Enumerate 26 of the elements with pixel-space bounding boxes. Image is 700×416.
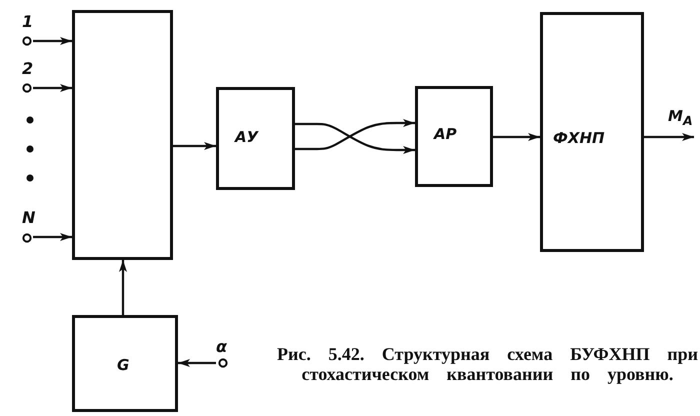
arrow: [178, 359, 216, 367]
block-box: [72, 315, 178, 412]
input-terminal: [22, 208, 33, 243]
edge-label: M$_{A}$: [668, 107, 693, 128]
arrow: [33, 84, 72, 92]
arrow: [644, 133, 694, 141]
arrow: [33, 233, 72, 241]
terminal-label: 2: [22, 59, 34, 78]
block-label: АУ: [235, 128, 258, 146]
arrow: [173, 142, 216, 150]
block-box: [540, 12, 644, 252]
arrow: [33, 37, 72, 45]
figure-caption: Рис. 5.42. Структурная схема БУФХНП при стохастическом квантовании по уровню.: [277, 344, 698, 384]
block-label: АР: [434, 125, 457, 143]
terminal-label: α: [216, 337, 227, 356]
block-box: [415, 86, 493, 187]
arrow: [119, 260, 127, 315]
terminal-label: 1: [22, 12, 34, 31]
block-box: [72, 10, 173, 260]
block-label: G: [117, 356, 130, 374]
input-terminal: [22, 12, 33, 46]
terminal-label: N: [22, 208, 36, 227]
block-label: ФХНП: [553, 129, 605, 147]
block-box: [216, 87, 295, 190]
input-terminal: [22, 59, 33, 93]
arrow: [493, 133, 540, 141]
